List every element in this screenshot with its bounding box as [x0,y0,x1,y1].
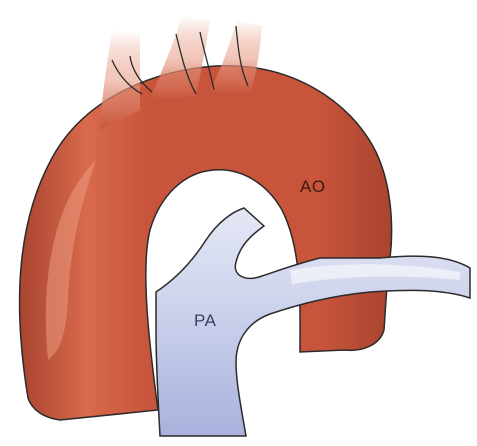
pulmonary-artery-label: PA [194,311,217,330]
aorta-label: AO [300,177,326,196]
